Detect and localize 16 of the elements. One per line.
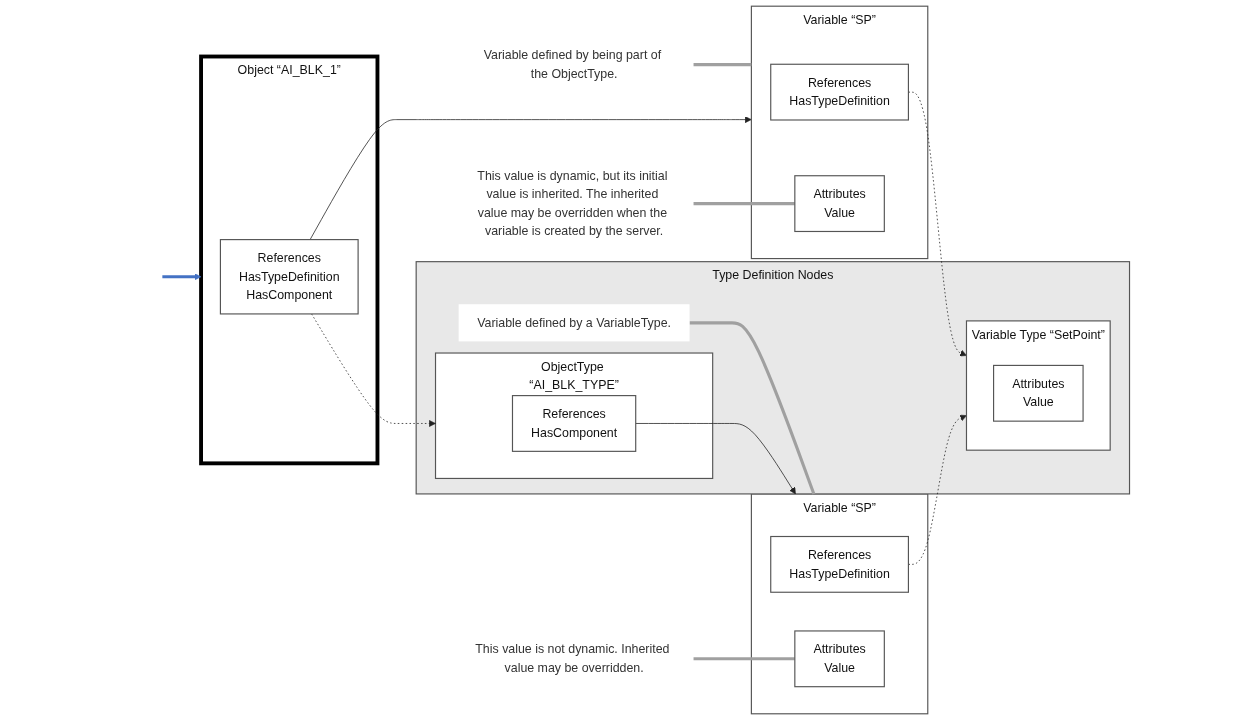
leader-line (693, 202, 795, 206)
node-box: Variable defined by a VariableType. (458, 304, 690, 342)
leader-line (693, 657, 795, 661)
node-box: Attributes Value (993, 364, 1084, 422)
node-box: Attributes Value (794, 630, 886, 688)
node-text: This value is dynamic, but its initial value is inherited. The inherited value may be overridden when the variable is created by the server. (477, 168, 668, 238)
node-text: Variable defined by being part of the ObjectType. (483, 48, 662, 81)
node-box: References HasComponent (512, 395, 637, 452)
arrow (162, 273, 202, 281)
node-text: This value is not dynamic. Inherited value may be overridden. (475, 642, 670, 675)
leader-line (689, 321, 816, 495)
node-box: References HasTypeDefinition HasComponent (220, 239, 359, 315)
node-box: Attributes Value (794, 175, 886, 233)
node-box: References HasTypeDefinition (770, 63, 910, 121)
leader-line (693, 63, 752, 67)
node-box: References HasTypeDefinition (770, 535, 910, 593)
